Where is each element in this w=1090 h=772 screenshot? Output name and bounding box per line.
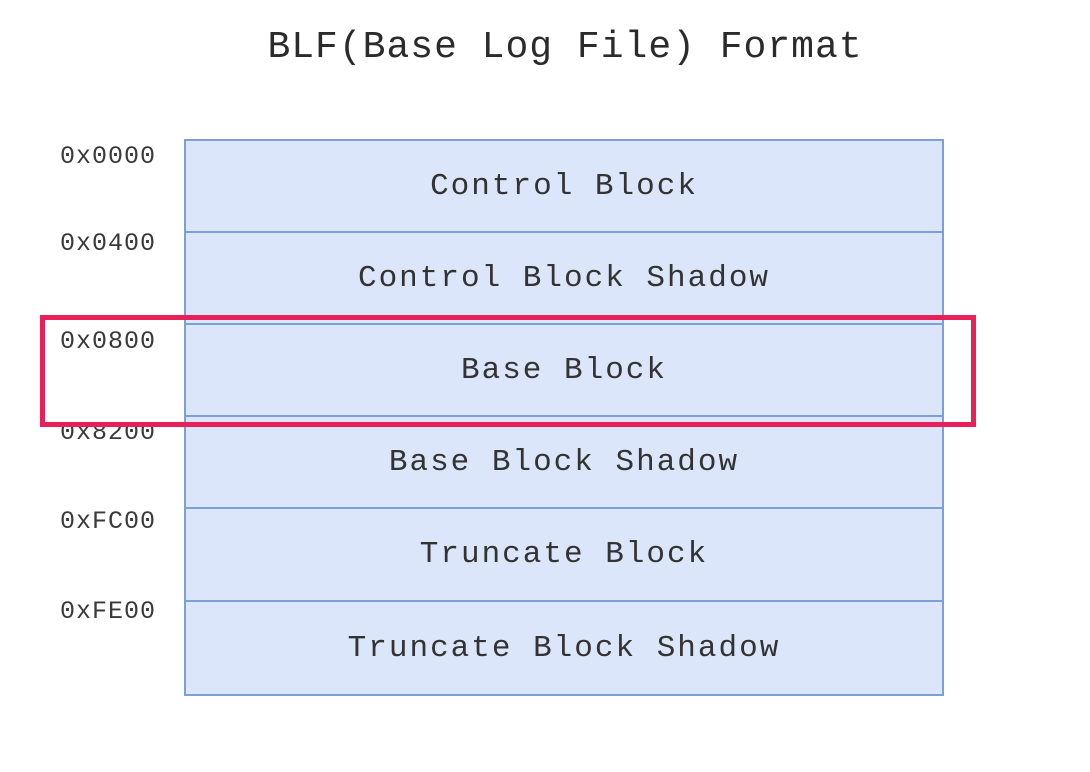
control-block-shadow-label: Control Block Shadow xyxy=(357,260,771,296)
diagram-title: BLF(Base Log File) Format xyxy=(267,26,863,69)
truncate-block-shadow-label: Truncate Block Shadow xyxy=(347,630,781,666)
truncate-block-shadow: Truncate Block Shadow xyxy=(184,602,944,696)
address-label-base-block: 0x0800 xyxy=(60,327,157,356)
address-label-control-block: 0x0000 xyxy=(60,142,157,171)
control-block-shadow: Control Block Shadow xyxy=(184,233,944,325)
truncate-block: Truncate Block xyxy=(184,509,944,602)
address-label-truncate-block: 0xFC00 xyxy=(60,507,157,536)
base-block-label: Base Block xyxy=(460,352,668,388)
address-label-truncate-block-shadow: 0xFE00 xyxy=(60,597,157,626)
blf-layout-diagram: Control Block Control Block Shadow Base … xyxy=(184,139,944,696)
control-block-label: Control Block xyxy=(430,168,698,204)
address-label-control-block-shadow: 0x0400 xyxy=(60,229,157,258)
base-block-shadow-label: Base Block Shadow xyxy=(388,444,740,480)
base-block-shadow: Base Block Shadow xyxy=(184,417,944,509)
address-label-base-block-shadow: 0x8200 xyxy=(60,418,157,447)
base-block: Base Block xyxy=(184,325,944,417)
control-block: Control Block xyxy=(184,139,944,233)
truncate-block-label: Truncate Block xyxy=(419,537,709,572)
